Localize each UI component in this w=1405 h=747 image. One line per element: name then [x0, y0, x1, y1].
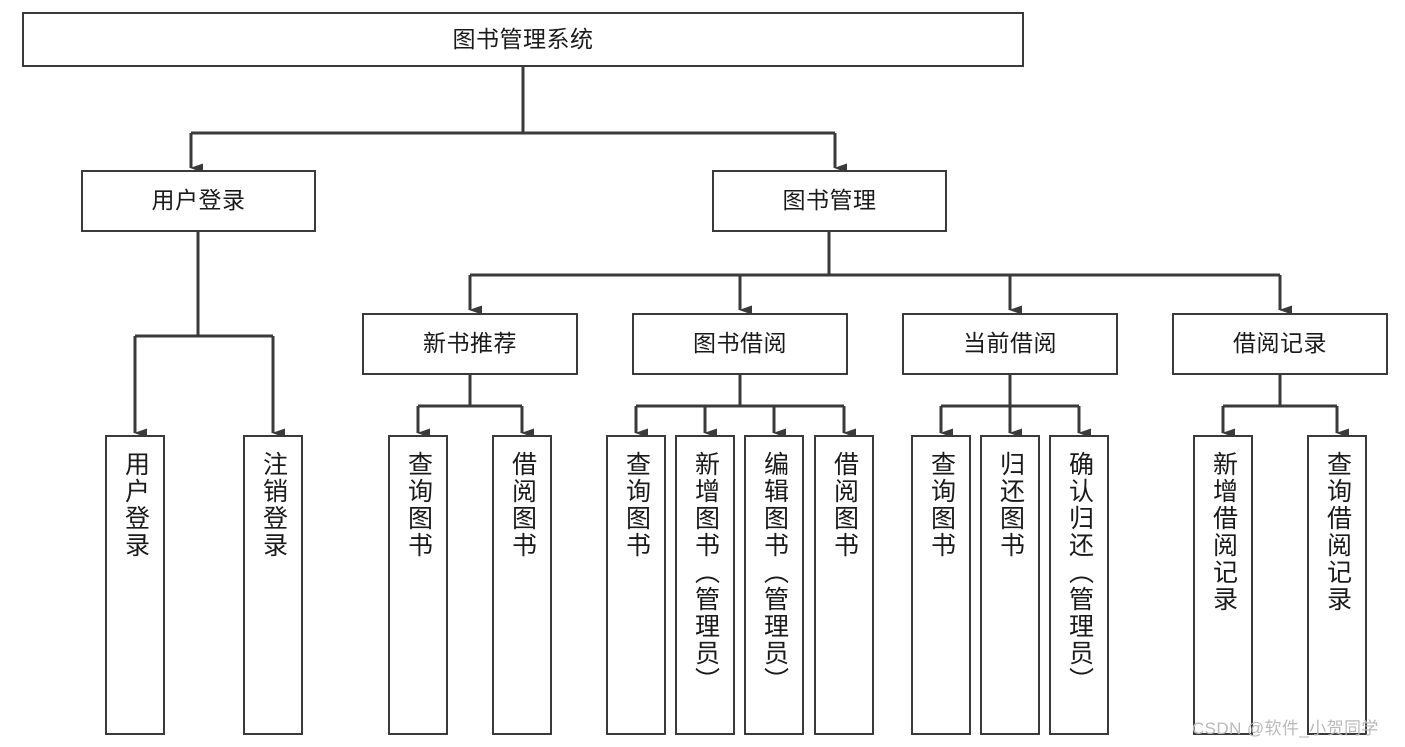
node-borrow-record[interactable]: 借阅记录	[1172, 313, 1388, 375]
node-leaf-borrow-book-1[interactable]: 借阅图书	[492, 435, 552, 735]
node-label: 借阅图书	[508, 451, 537, 559]
node-leaf-logout-login[interactable]: 注销登录	[243, 435, 303, 735]
node-label: 查询图书	[622, 451, 651, 559]
node-label: 编辑图书（管理员）	[760, 451, 789, 694]
node-label: 归还图书	[996, 451, 1025, 559]
node-label: 用户登录	[121, 451, 150, 559]
node-label: 借阅图书	[830, 451, 859, 559]
node-label: 新书推荐	[423, 330, 517, 357]
node-label: 当前借阅	[963, 330, 1057, 357]
node-leaf-query-book-2[interactable]: 查询图书	[606, 435, 666, 735]
node-leaf-edit-book[interactable]: 编辑图书（管理员）	[744, 435, 804, 735]
node-leaf-confirm-return[interactable]: 确认归还（管理员）	[1049, 435, 1109, 735]
node-leaf-return-book[interactable]: 归还图书	[980, 435, 1040, 735]
node-leaf-user-login[interactable]: 用户登录	[105, 435, 165, 735]
node-label: 查询图书	[404, 451, 433, 559]
node-label: 图书借阅	[693, 330, 787, 357]
node-leaf-query-book-3[interactable]: 查询图书	[911, 435, 971, 735]
node-leaf-query-book-1[interactable]: 查询图书	[388, 435, 448, 735]
watermark-text: CSDN @软件_小贺同学	[1192, 719, 1379, 738]
node-root-book-management-system[interactable]: 图书管理系统	[22, 12, 1024, 67]
node-new-book-recommend[interactable]: 新书推荐	[362, 313, 578, 375]
node-label: 用户登录	[151, 187, 246, 214]
node-label: 注销登录	[259, 451, 288, 559]
node-label: 借阅记录	[1233, 330, 1327, 357]
node-label: 新增借阅记录	[1209, 451, 1238, 613]
node-label: 查询图书	[927, 451, 956, 559]
node-book-borrow[interactable]: 图书借阅	[632, 313, 848, 375]
node-book-management[interactable]: 图书管理	[712, 170, 947, 232]
node-label: 图书管理系统	[452, 25, 594, 52]
node-leaf-borrow-book-2[interactable]: 借阅图书	[814, 435, 874, 735]
node-leaf-add-record[interactable]: 新增借阅记录	[1193, 435, 1253, 735]
node-label: 图书管理	[782, 187, 877, 214]
node-leaf-add-book[interactable]: 新增图书（管理员）	[675, 435, 735, 735]
node-label: 查询借阅记录	[1323, 451, 1352, 613]
node-user-login[interactable]: 用户登录	[81, 170, 316, 232]
node-label: 新增图书（管理员）	[691, 451, 720, 694]
node-leaf-query-record[interactable]: 查询借阅记录	[1307, 435, 1367, 735]
node-label: 确认归还（管理员）	[1065, 451, 1094, 694]
node-current-borrow[interactable]: 当前借阅	[902, 313, 1118, 375]
